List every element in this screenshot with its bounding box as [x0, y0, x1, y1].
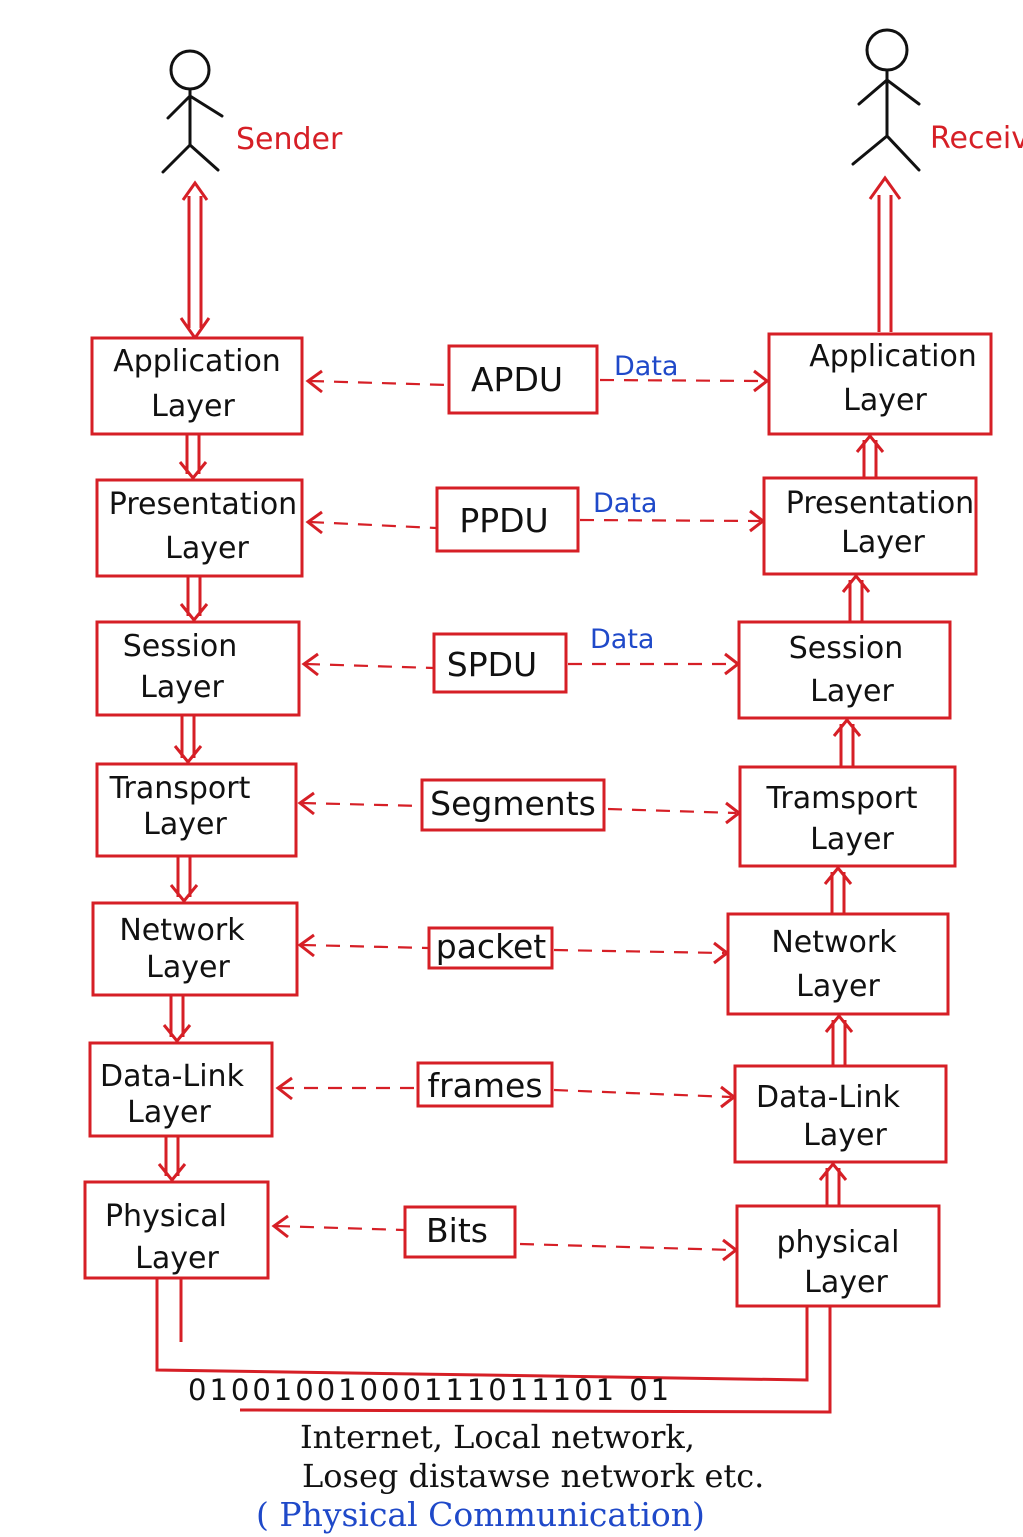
sender-session-label-1: Session [123, 629, 237, 664]
receiver-physical-label-2: Layer [804, 1265, 888, 1300]
sender-figure-icon [161, 49, 224, 174]
medium-note-line-1: Internet, Local network, [300, 1418, 695, 1456]
receiver-transport-label-2: Layer [810, 822, 894, 857]
apdu-data-label: Data [614, 351, 678, 382]
sender-data-link-label-1: Data-Link [100, 1059, 245, 1094]
sender-transport-layer [95, 762, 298, 858]
receiver-data-link-layer [733, 1064, 948, 1164]
sender-label: Sender [236, 122, 343, 157]
physical-communication-label: ( Physical Communication) [256, 1495, 705, 1534]
receiver-presentation-label-1: Presentation [786, 486, 974, 521]
receiver-application-layer [767, 332, 993, 436]
peer-dashed-arrows [271, 369, 770, 1262]
sender-physical-label-1: Physical [105, 1199, 227, 1234]
receiver-application-label-2: Layer [843, 383, 927, 418]
sender-presentation-layer [95, 478, 304, 578]
physical-medium-wires [155, 1278, 832, 1414]
receiver-network-layer [726, 912, 950, 1016]
sender-network-layer [91, 901, 299, 997]
sender-presentation-label-2: Layer [165, 531, 249, 566]
sender-physical-label-2: Layer [135, 1241, 219, 1276]
receiver-physical-label-1: physical [777, 1225, 900, 1260]
sender-network-label-1: Network [119, 913, 245, 948]
apdu-box [447, 344, 599, 415]
receiver-session-layer [737, 620, 952, 720]
receiver-presentation-label-2: Layer [841, 525, 925, 560]
packet-box [427, 926, 554, 970]
receiver-physical-layer [735, 1204, 941, 1308]
ppdu-data-label: Data [593, 488, 657, 519]
segments-label: Segments [430, 784, 596, 823]
application-to-receiver-arrow [868, 175, 902, 332]
sender-network-label-2: Layer [146, 950, 230, 985]
sender-to-application-arrow [179, 180, 211, 341]
sender-application-layer [90, 336, 304, 436]
segments-box [420, 778, 606, 832]
apdu-label: APDU [471, 360, 563, 399]
frames-box [416, 1061, 554, 1108]
receiver-transport-layer [738, 765, 957, 868]
receiver-network-label-2: Layer [796, 969, 880, 1004]
medium-note-line-2: Loseg distawse network etc. [302, 1457, 764, 1495]
receiver-transport-label-1: Tramsport [766, 781, 918, 816]
ppdu-box [435, 486, 580, 553]
receiver-data-link-label-2: Layer [803, 1118, 887, 1153]
ppdu-label: PPDU [459, 501, 548, 540]
packet-label: packet [436, 927, 547, 966]
receiver-session-label-1: Session [789, 631, 903, 666]
receiver-application-label-1: Application [809, 339, 977, 374]
receiver-session-label-2: Layer [810, 674, 894, 709]
bits-box [403, 1205, 517, 1259]
spdu-label: SPDU [447, 645, 537, 684]
sender-transport-label-2: Layer [143, 807, 227, 842]
frames-label: frames [427, 1066, 542, 1105]
receiver-figure-icon [851, 28, 921, 172]
sender-presentation-label-1: Presentation [109, 487, 297, 522]
sender-application-label-1: Application [113, 344, 281, 379]
sender-down-arrows [157, 434, 209, 1183]
sender-application-label-2: Layer [151, 389, 235, 424]
spdu-box [432, 632, 568, 694]
spdu-data-label: Data [590, 624, 654, 655]
receiver-label: Receiver [930, 121, 1023, 156]
sender-physical-layer [83, 1180, 270, 1280]
receiver-network-label-1: Network [771, 925, 897, 960]
receiver-presentation-layer [762, 476, 978, 576]
sender-data-link-label-2: Layer [127, 1095, 211, 1130]
receiver-up-arrows [818, 433, 885, 1206]
bit-stream: 01001001000111011101 01 [188, 1373, 672, 1407]
sender-session-label-2: Layer [140, 670, 224, 705]
sender-transport-label-1: Transport [109, 771, 251, 806]
sender-session-layer [95, 620, 301, 717]
sender-data-link-layer [88, 1041, 274, 1138]
bits-label: Bits [426, 1211, 488, 1250]
receiver-data-link-label-1: Data-Link [756, 1080, 901, 1115]
